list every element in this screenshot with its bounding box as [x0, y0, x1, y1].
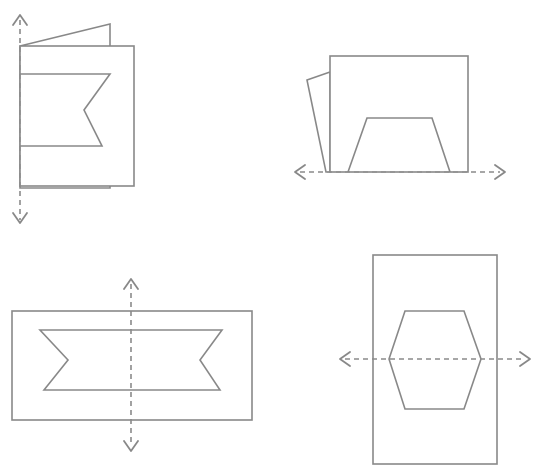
figure-b-arrow-right-icon — [494, 164, 506, 180]
figure-c-arrow-down-icon — [123, 440, 139, 452]
figure-a-arrow-up-icon — [12, 14, 28, 26]
figure-c-banner — [38, 329, 224, 391]
figure-b-back-flap — [306, 70, 331, 173]
figure-b-card — [329, 55, 469, 173]
figure-a-arrow-down-icon — [12, 212, 28, 224]
figure-b — [294, 55, 506, 180]
figure-d-arrow-left-icon — [339, 351, 351, 367]
figure-c-card — [11, 310, 253, 421]
figure-d-hexagon — [388, 310, 482, 410]
figure-a — [12, 14, 135, 224]
figure-a-card — [19, 45, 135, 187]
figure-b-arrow-left-icon — [294, 164, 306, 180]
figure-a-banner — [20, 73, 112, 147]
figure-c — [11, 278, 253, 452]
figure-d — [339, 254, 531, 465]
figure-c-arrow-up-icon — [123, 278, 139, 290]
figure-b-trapezoid — [347, 117, 451, 173]
figure-d-arrow-right-icon — [519, 351, 531, 367]
